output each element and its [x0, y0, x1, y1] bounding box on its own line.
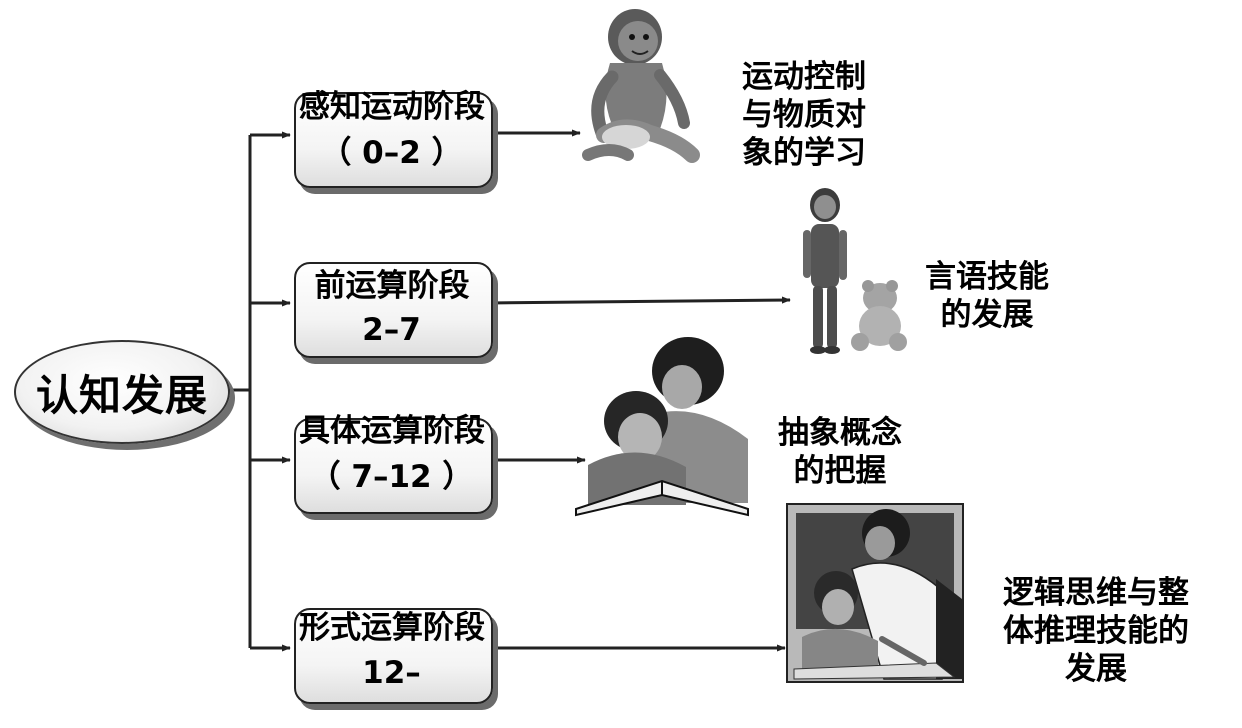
outcome-concrete-operational: 抽象概念 的把握 — [778, 415, 902, 489]
stage-range-concrete-operational: （ 7–12 ） — [309, 459, 474, 495]
stage-range-sensorimotor: （ 0–2 ） — [320, 135, 463, 171]
stage-box-sensorimotor — [294, 92, 493, 188]
stage-box-preoperational — [294, 262, 493, 358]
outcome-formal-operational: 逻辑思维与整 体推理技能的 发展 — [1003, 575, 1189, 687]
stage-range-preoperational: 2–7 — [362, 312, 421, 348]
girl-with-teddy-bear-illustration — [803, 188, 907, 354]
sitting-baby-illustration — [582, 9, 700, 163]
stage-range-formal-operational: 12– — [362, 655, 421, 691]
teacher-helping-student-illustration — [786, 503, 964, 683]
stage-box-formal-operational — [294, 608, 493, 704]
stage-name-sensorimotor: 感知运动阶段 — [299, 89, 485, 125]
root-node: 认知发展 — [14, 340, 230, 444]
root-label: 认知发展 — [35, 370, 208, 420]
outcome-arrow-2 — [488, 296, 791, 305]
stage-name-formal-operational: 形式运算阶段 — [299, 610, 485, 646]
stage-box-concrete-operational — [294, 418, 493, 514]
stage-name-concrete-operational: 具体运算阶段 — [299, 413, 485, 449]
outcome-preoperational: 言语技能 的发展 — [925, 259, 1049, 333]
stage-name-preoperational: 前运算阶段 — [314, 268, 470, 304]
mother-reading-with-child-illustration — [575, 337, 749, 517]
outcome-sensorimotor: 运动控制 与物质对 象的学习 — [742, 59, 866, 171]
